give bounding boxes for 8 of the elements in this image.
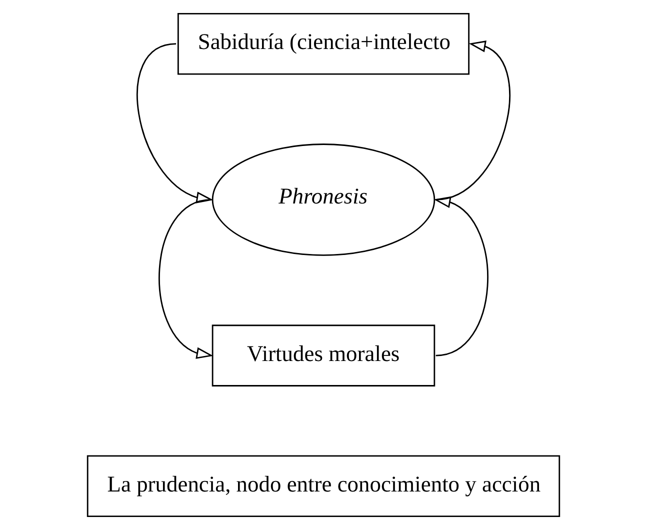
arrow <box>158 199 214 359</box>
arrow <box>136 43 214 204</box>
node-box: La prudencia, nodo entre conocimiento y acción <box>86 455 560 518</box>
arrow <box>436 40 510 200</box>
arrow <box>434 196 488 356</box>
node-box: Sabiduría (ciencia+intelecto <box>177 12 470 75</box>
node-ellipse: Phronesis <box>212 144 436 256</box>
node-box: Virtudes morales <box>212 324 436 386</box>
